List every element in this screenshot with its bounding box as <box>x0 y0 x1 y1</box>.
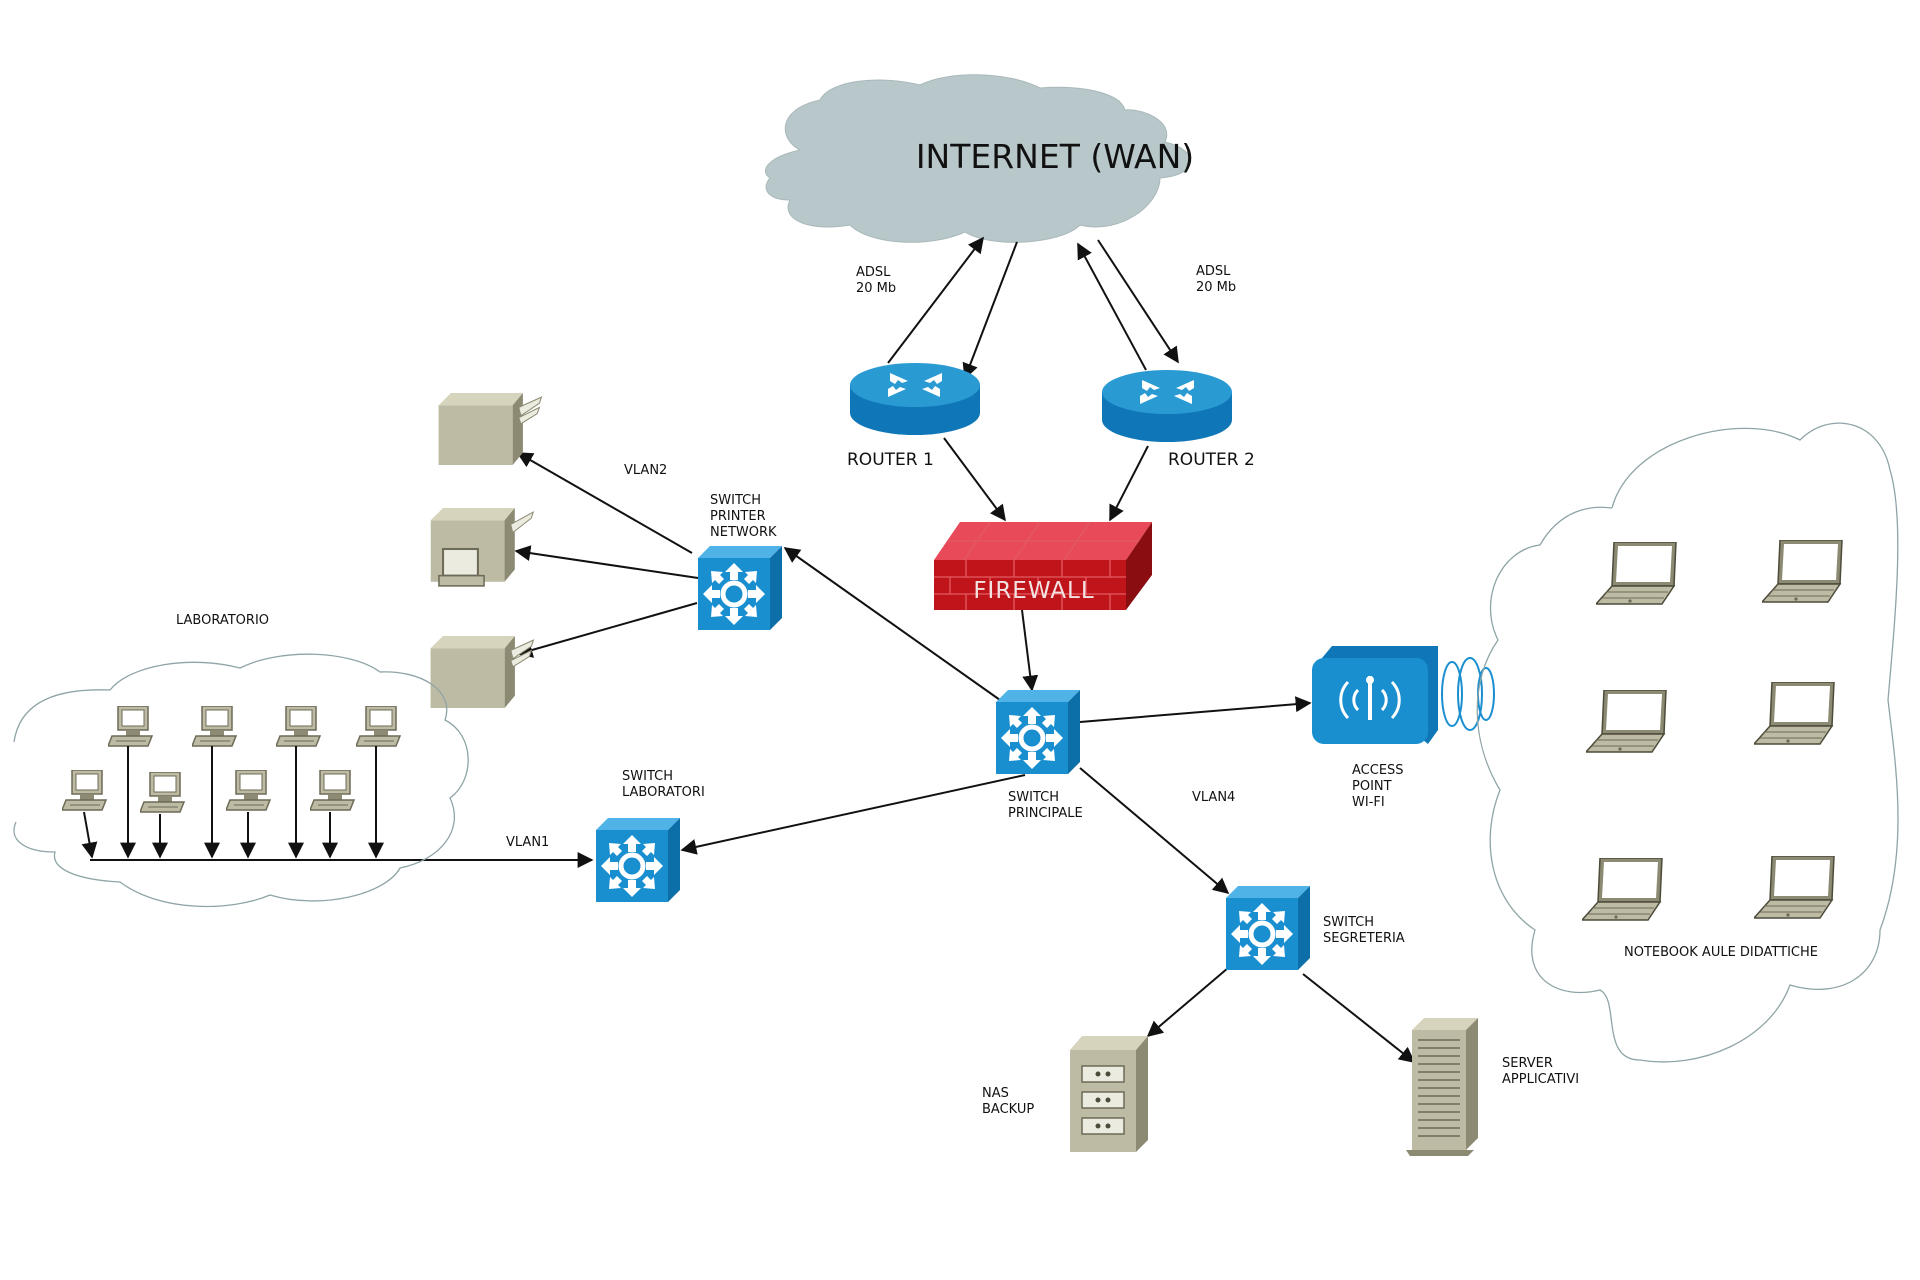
server-line1: SERVER <box>1502 1056 1553 1071</box>
router-2: ROUTER 2 <box>1102 370 1255 470</box>
switch-icon <box>698 546 782 630</box>
access-point: ACCESS POINT WI-FI <box>1312 646 1495 810</box>
switch-segreteria: SWITCH SEGRETERIA <box>1226 886 1405 970</box>
switch-laboratori-line2: LABORATORI <box>622 785 705 800</box>
link-segreteria-nas <box>1146 967 1229 1038</box>
laptop-icon <box>1596 542 1677 605</box>
pc-icon <box>108 706 153 747</box>
pc-row <box>62 706 401 813</box>
server-line2: APPLICATIVI <box>1502 1072 1579 1087</box>
link-printerswitch-printer3 <box>516 602 698 658</box>
link-switch-printerswitch <box>783 547 1001 701</box>
switch-segreteria-line2: SEGRETERIA <box>1323 931 1405 946</box>
laboratorio-label: LABORATORIO <box>176 613 269 628</box>
laptop-icon <box>1754 682 1835 745</box>
switch-printer-network: SWITCH PRINTER NETWORK <box>698 493 782 630</box>
switch-principale: SWITCH PRINCIPALE <box>996 690 1083 821</box>
link-switch-segreteria <box>1079 767 1230 895</box>
laptop-icon <box>1582 858 1663 921</box>
printer-icon <box>438 393 542 465</box>
router-icon <box>1102 370 1232 442</box>
internet-cloud: INTERNET (WAN) <box>765 74 1194 243</box>
router-icon <box>850 363 980 435</box>
ap-line3: WI-FI <box>1352 795 1385 810</box>
cloud-icon <box>1476 422 1899 1063</box>
links <box>90 236 1416 1063</box>
server-applicativi: SERVER APPLICATIVI <box>1406 1018 1579 1156</box>
link-printerswitch-printer1 <box>516 452 693 554</box>
pc-icon <box>226 770 271 811</box>
adsl-label-left: ADSL 20 Mb <box>856 265 896 296</box>
cloud-icon <box>13 653 469 908</box>
link-switch-ap <box>1079 696 1312 723</box>
link-firewall-switch <box>1021 609 1039 692</box>
server-icon <box>1406 1018 1478 1156</box>
router-1: ROUTER 1 <box>847 363 980 470</box>
nas-icon <box>1070 1036 1148 1152</box>
pc-icon <box>310 770 355 811</box>
laptop-icon <box>1762 540 1843 603</box>
pc-icon <box>140 772 185 813</box>
link-router1-firewall <box>943 437 1006 522</box>
switch-laboratori-line1: SWITCH <box>622 769 673 784</box>
nas-line2: BACKUP <box>982 1102 1034 1117</box>
nas-line1: NAS <box>982 1086 1009 1101</box>
ap-line1: ACCESS <box>1352 763 1404 778</box>
link-printerswitch-printer2 <box>514 545 699 579</box>
pc-drops <box>81 746 384 859</box>
firewall-label: FIREWALL <box>973 578 1094 604</box>
notebook-area: NOTEBOOK AULE DIDATTICHE <box>1476 422 1899 1063</box>
adsl-label-right: ADSL 20 Mb <box>1196 264 1236 295</box>
switch-icon <box>996 690 1080 774</box>
link-internet-router1 <box>962 241 1018 380</box>
link-router1-internet <box>887 236 984 364</box>
pc-icon <box>62 770 107 811</box>
link-switch-laboratori <box>680 774 1026 855</box>
pc-icon <box>356 706 401 747</box>
adsl-left-line2: 20 Mb <box>856 281 896 296</box>
notebook-label: NOTEBOOK AULE DIDATTICHE <box>1624 945 1818 960</box>
ap-line2: POINT <box>1352 779 1392 794</box>
switch-icon <box>596 818 680 902</box>
switch-principale-line2: PRINCIPALE <box>1008 806 1083 821</box>
laptop-icon <box>1754 856 1835 919</box>
laptop-icon <box>1586 690 1667 753</box>
vlan4-label: VLAN4 <box>1192 790 1235 805</box>
link-router2-firewall <box>1109 445 1149 522</box>
switch-laboratori: SWITCH LABORATORI <box>596 769 705 902</box>
router2-label: ROUTER 2 <box>1168 450 1255 470</box>
link-router2-internet <box>1077 242 1147 371</box>
internet-label: INTERNET (WAN) <box>916 137 1194 176</box>
printer-icon <box>430 636 534 708</box>
nas-backup: NAS BACKUP <box>982 1036 1148 1152</box>
switch-icon <box>1226 886 1310 970</box>
switch-printer-line1: SWITCH <box>710 493 761 508</box>
firewall: FIREWALL <box>934 521 1152 610</box>
switch-printer-line2: PRINTER <box>710 509 766 524</box>
switch-segreteria-line1: SWITCH <box>1323 915 1374 930</box>
pc-icon <box>192 706 237 747</box>
laboratorio-area: LABORATORIO <box>13 613 469 908</box>
vlan2-label: VLAN2 <box>624 463 667 478</box>
firewall-icon <box>934 521 1152 610</box>
printer-icon <box>429 508 535 588</box>
access-point-icon <box>1312 646 1495 744</box>
router1-label: ROUTER 1 <box>847 450 934 470</box>
adsl-right-line2: 20 Mb <box>1196 280 1236 295</box>
switch-printer-line3: NETWORK <box>710 525 777 540</box>
link-internet-router2 <box>1097 239 1179 364</box>
adsl-left-line1: ADSL <box>856 265 891 280</box>
link-segreteria-server <box>1302 973 1416 1063</box>
switch-principale-line1: SWITCH <box>1008 790 1059 805</box>
pc-icon <box>276 706 321 747</box>
cloud-icon <box>765 74 1192 243</box>
vlan1-label: VLAN1 <box>506 835 549 850</box>
adsl-right-line1: ADSL <box>1196 264 1231 279</box>
